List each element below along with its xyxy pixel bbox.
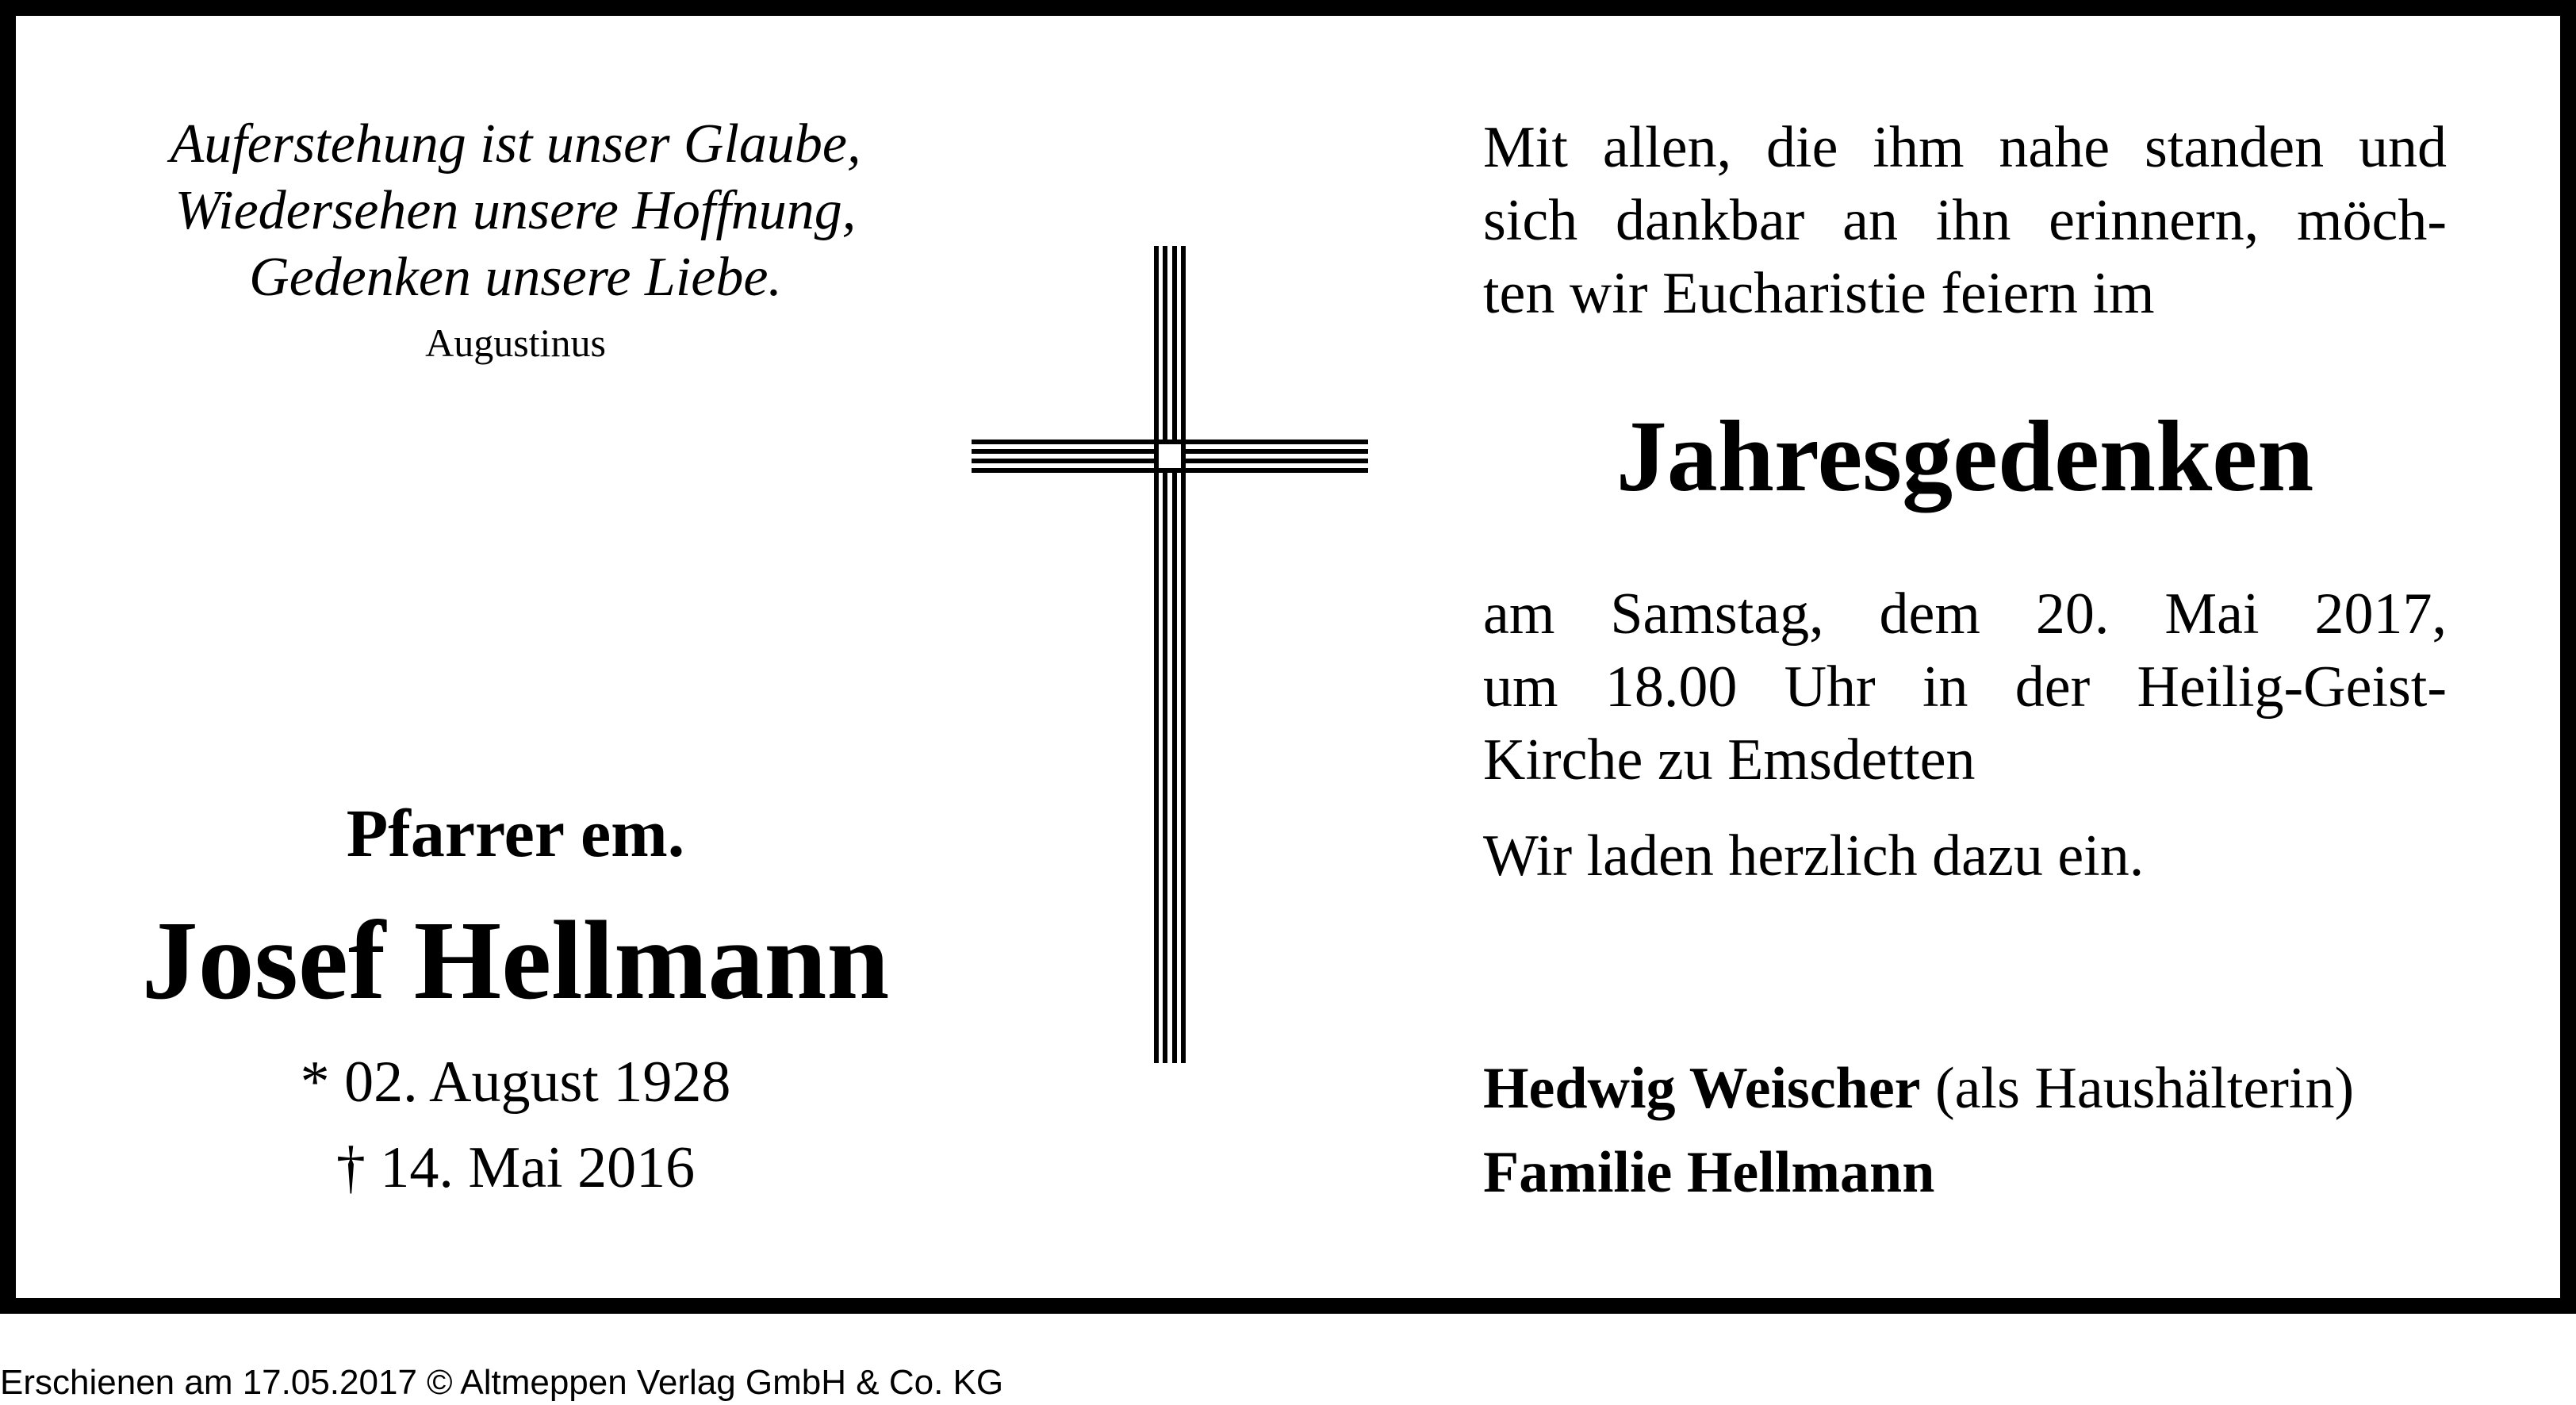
signature-line-1: Hedwig Weischer (als Haushälterin) — [1483, 1052, 2447, 1125]
quote-line-2: Wiedersehen unsere Hoffnung, — [174, 180, 857, 241]
birth-date: * 02. August 1928 — [300, 1050, 731, 1115]
deceased-title: Pfarrer em. — [346, 795, 685, 871]
deceased-name: Josef Hellmann — [141, 897, 890, 1023]
service-details: am Samstag, dem 20. Mai 2017, um 18.00 U… — [1483, 578, 2447, 797]
announcement-headline: Jahresgedenken — [1616, 400, 2314, 512]
quote-line-3: Gedenken unsere Liebe. — [249, 247, 782, 308]
announcement-intro: Mit allen, die ihm nahe standen und sich… — [1483, 111, 2447, 330]
obituary-card — [0, 0, 2576, 1314]
invitation-text: Wir laden herzlich dazu ein. — [1483, 823, 2145, 889]
date-line-3: Kirche zu Emsdetten — [1483, 727, 1976, 793]
christian-cross-icon — [972, 246, 1368, 1063]
intro-line-3: ten wir Eucharistie feiern im — [1483, 261, 2155, 326]
publication-footer: Erschienen am 17.05.2017 © Altmeppen Ver… — [0, 1363, 1004, 1402]
quote-author: Augustinus — [425, 321, 606, 365]
intro-line-1: Mit allen, die ihm nahe standen und — [1483, 115, 2447, 180]
memorial-quote: Auferstehung ist unser Glaube, Wiederseh… — [119, 111, 912, 311]
death-date: † 14. Mai 2016 — [335, 1135, 696, 1200]
signature-name-1: Hedwig Weischer — [1483, 1056, 1921, 1121]
signature-name-2: Familie Hellmann — [1483, 1140, 1935, 1205]
intro-line-2: sich dankbar an ihn erinnern, möch- — [1483, 188, 2447, 253]
date-line-1: am Samstag, dem 20. Mai 2017, — [1483, 582, 2447, 647]
signature-note-1: (als Haushälterin) — [1935, 1056, 2355, 1121]
date-line-2: um 18.00 Uhr in der Heilig-Geist- — [1483, 655, 2447, 720]
quote-line-1: Auferstehung ist unser Glaube, — [170, 113, 861, 175]
